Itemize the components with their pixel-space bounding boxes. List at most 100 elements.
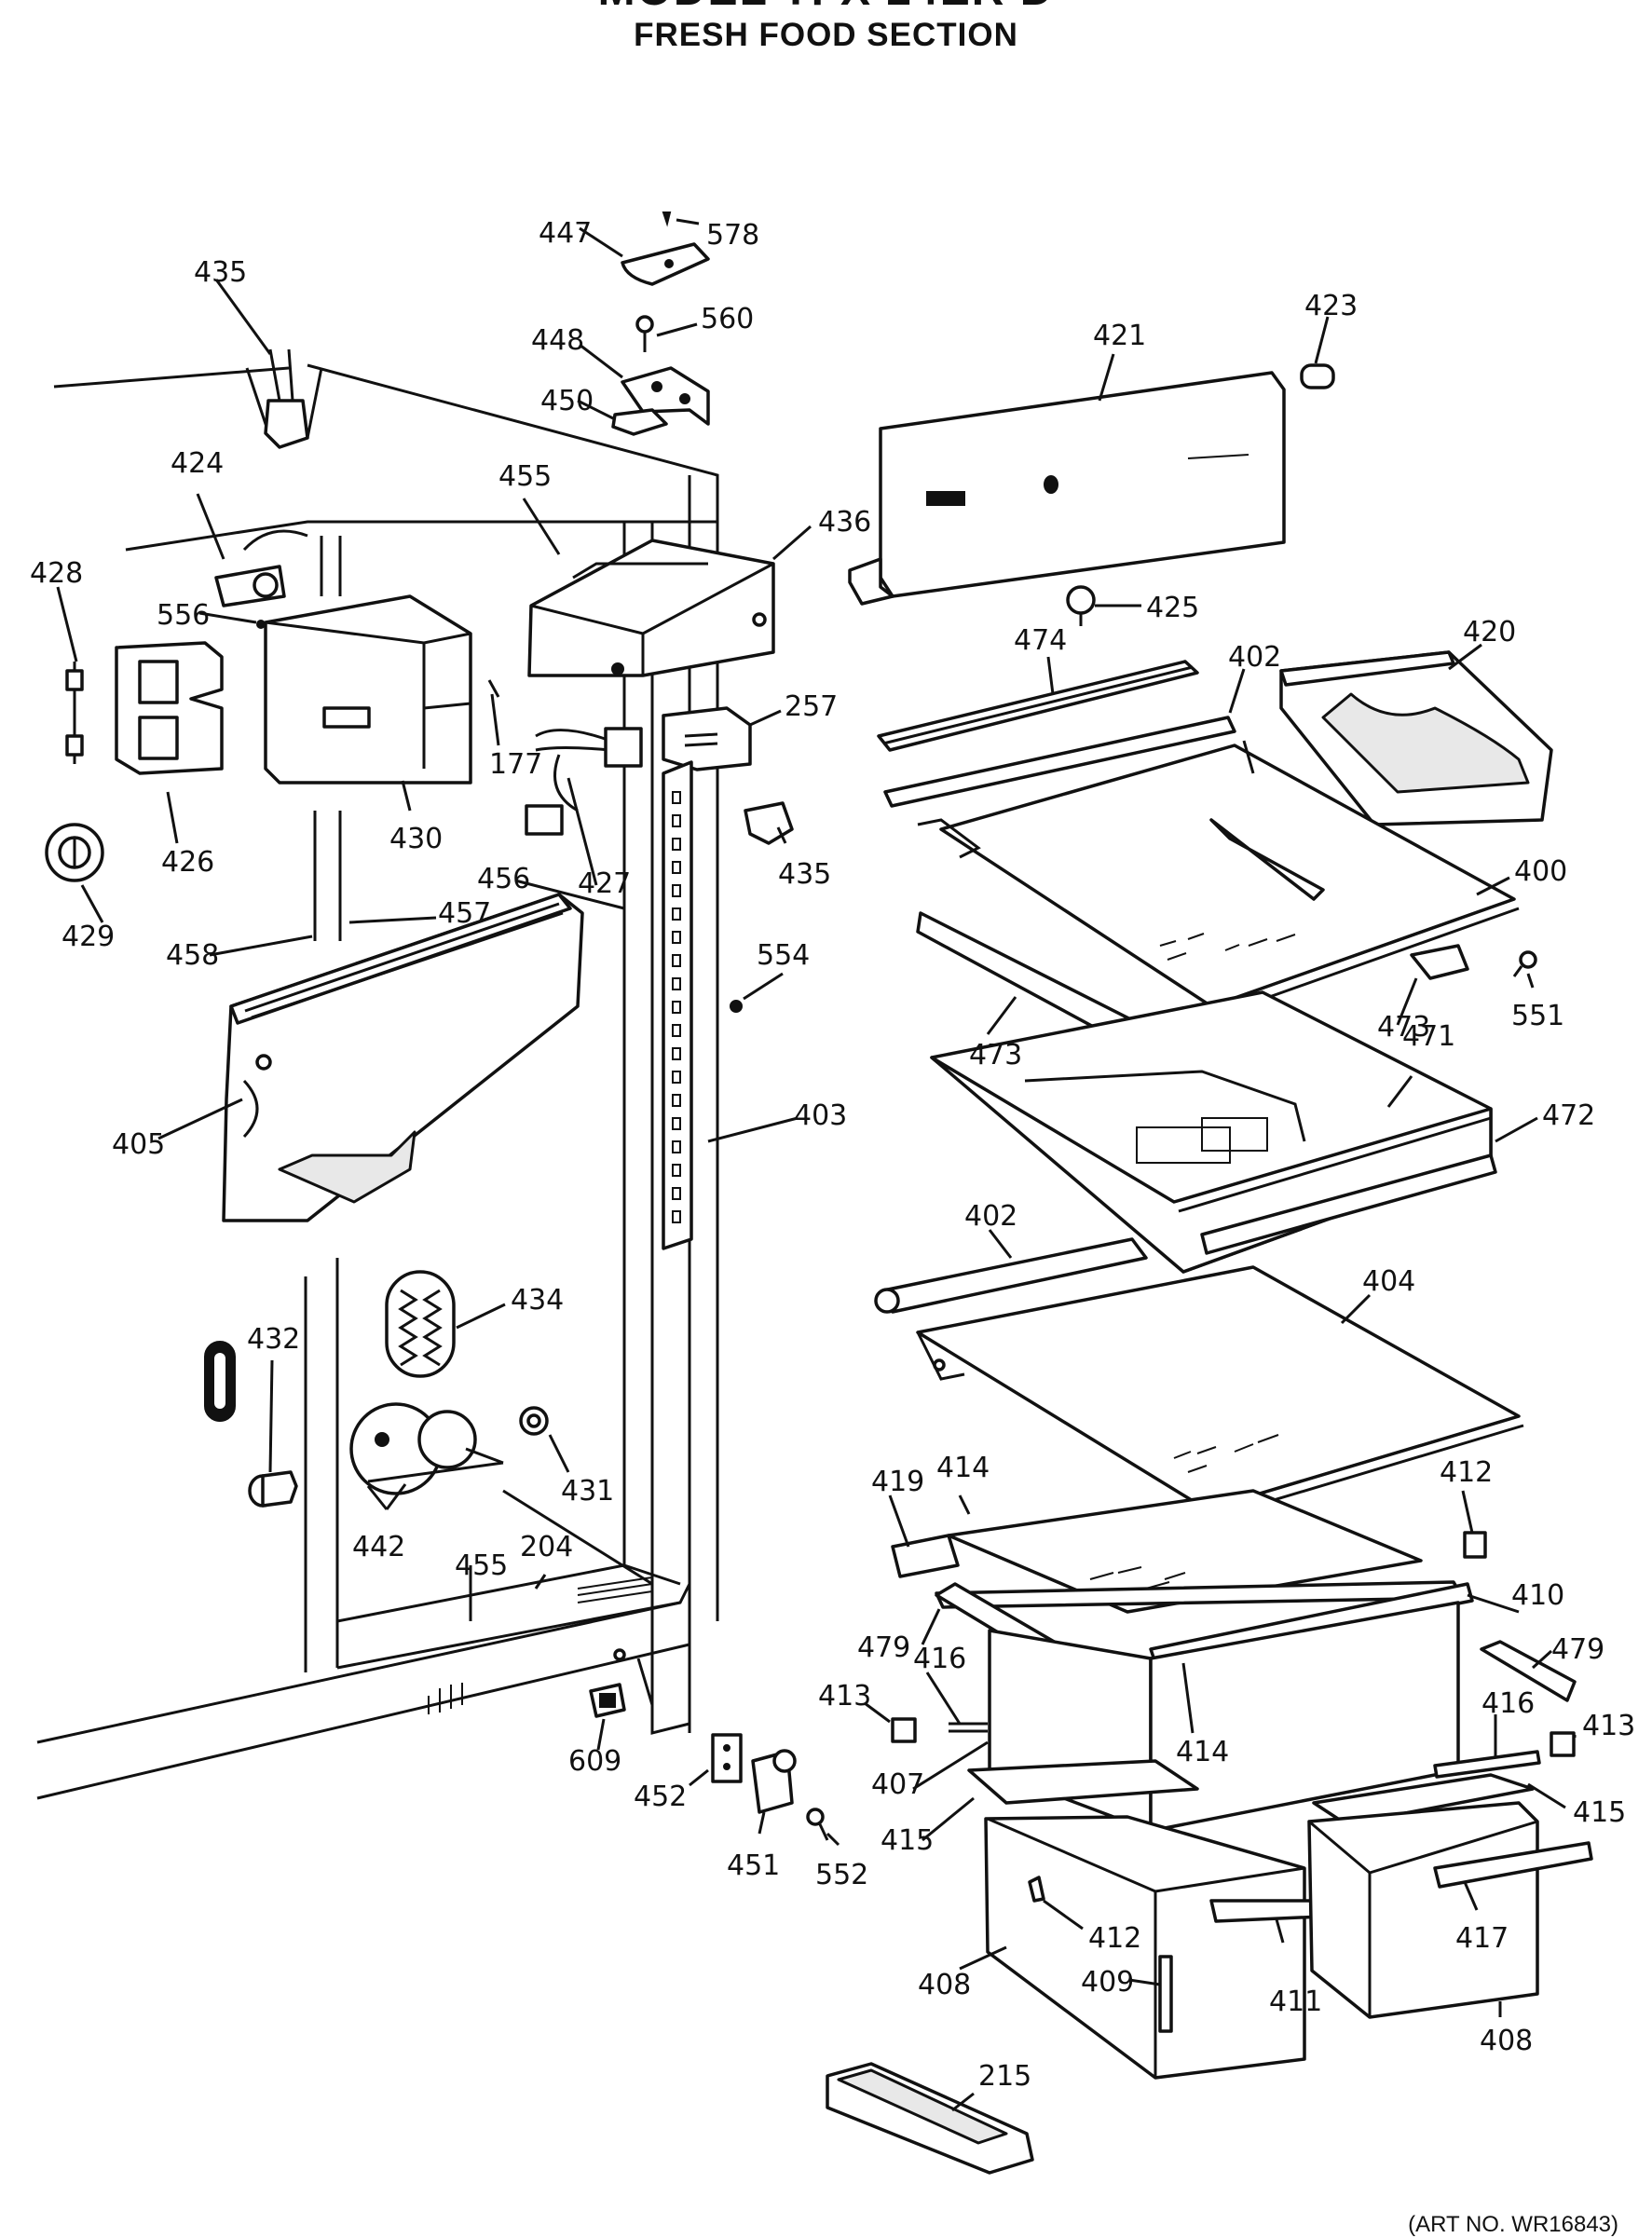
top-hinge-cover bbox=[621, 242, 710, 286]
temperature-control bbox=[349, 1402, 504, 1495]
callout-428: 428 bbox=[30, 557, 83, 590]
crisper-cover-glass bbox=[947, 1489, 1423, 1614]
callout-448: 448 bbox=[531, 324, 584, 357]
callout-407: 407 bbox=[871, 1768, 924, 1801]
shelf-assembly-404 bbox=[916, 1265, 1524, 1521]
crisper-pan-upper bbox=[1279, 650, 1553, 826]
callout-412-lower: 412 bbox=[1088, 1922, 1141, 1955]
shaft-416-right bbox=[1433, 1750, 1541, 1779]
evaporator-cover bbox=[848, 371, 1286, 606]
control-housing bbox=[527, 539, 775, 677]
callout-410: 410 bbox=[1511, 1579, 1564, 1612]
hinge-screw bbox=[635, 315, 654, 352]
callout-473-lower: 473 bbox=[969, 1039, 1022, 1071]
callout-479: 479 bbox=[857, 1631, 910, 1664]
light-socket-435 bbox=[744, 801, 794, 845]
screw-551 bbox=[1512, 950, 1537, 977]
callout-427: 427 bbox=[578, 867, 631, 900]
callout-419: 419 bbox=[871, 1466, 924, 1498]
shelf-frame-rail-474 bbox=[877, 660, 1199, 752]
shelf-rail-402 bbox=[883, 716, 1236, 808]
callout-408-right: 408 bbox=[1480, 2025, 1533, 2057]
drawer-frame-415 bbox=[967, 1759, 1535, 1826]
screw-556 bbox=[256, 620, 266, 629]
callout-474: 474 bbox=[1014, 624, 1067, 657]
callout-471: 471 bbox=[1402, 1020, 1455, 1053]
light-shield-housing bbox=[264, 594, 472, 785]
callout-554: 554 bbox=[757, 939, 810, 972]
callout-403: 403 bbox=[794, 1099, 847, 1132]
callout-457: 457 bbox=[438, 897, 491, 930]
meat-keeper-cover bbox=[1200, 1153, 1497, 1255]
callout-456: 456 bbox=[477, 863, 530, 895]
callout-411: 411 bbox=[1269, 1986, 1322, 2018]
callout-430: 430 bbox=[389, 823, 443, 855]
crisper-cover-frame-419 bbox=[891, 1534, 960, 1578]
callout-417: 417 bbox=[1455, 1922, 1509, 1955]
bulb-socket bbox=[248, 1470, 298, 1508]
callout-204: 204 bbox=[520, 1531, 573, 1563]
callout-425: 425 bbox=[1146, 592, 1199, 624]
callout-414-lower: 414 bbox=[1176, 1736, 1229, 1768]
callout-455: 455 bbox=[498, 460, 552, 493]
callout-473: 473 bbox=[1377, 1011, 1430, 1044]
wiring-harness bbox=[525, 727, 643, 836]
shelf-support bbox=[222, 893, 584, 1222]
model-title: MODEL TFX 24ER D bbox=[0, 0, 1652, 16]
light-socket-wires bbox=[245, 348, 323, 449]
callout-452: 452 bbox=[634, 1781, 687, 1813]
plug-423 bbox=[1300, 363, 1335, 389]
callout-405: 405 bbox=[112, 1128, 165, 1161]
callout-labels: 578 447 560 448 450 435 424 428 556 455 … bbox=[30, 217, 1635, 2093]
callout-434: 434 bbox=[511, 1284, 564, 1317]
bottom-hinge bbox=[751, 1749, 797, 1814]
callout-408: 408 bbox=[918, 1969, 971, 2001]
capillary-clip bbox=[65, 662, 84, 764]
leader-lines bbox=[56, 218, 1577, 2112]
callout-402: 402 bbox=[1228, 641, 1281, 674]
door-stop-plate bbox=[711, 1733, 743, 1783]
callout-551: 551 bbox=[1511, 1000, 1564, 1032]
callout-436: 436 bbox=[818, 506, 871, 539]
callout-556: 556 bbox=[157, 599, 210, 632]
callout-424: 424 bbox=[171, 447, 224, 480]
callout-215: 215 bbox=[978, 2060, 1031, 2093]
callout-177: 177 bbox=[489, 748, 542, 781]
callout-435-lower: 435 bbox=[778, 858, 831, 891]
callout-450: 450 bbox=[540, 385, 594, 417]
callout-414: 414 bbox=[936, 1452, 990, 1484]
callout-609: 609 bbox=[568, 1745, 621, 1778]
callout-420: 420 bbox=[1463, 616, 1516, 648]
dairy-bin bbox=[826, 2062, 1034, 2175]
light-switch bbox=[589, 1683, 626, 1718]
section-title: FRESH FOOD SECTION bbox=[634, 17, 1018, 53]
callout-416-right: 416 bbox=[1481, 1687, 1535, 1720]
callout-451: 451 bbox=[727, 1849, 780, 1882]
callout-416: 416 bbox=[913, 1643, 966, 1675]
callout-412: 412 bbox=[1440, 1456, 1493, 1489]
callout-578: 578 bbox=[706, 219, 759, 252]
shelf-assembly-400 bbox=[917, 740, 1520, 1017]
callout-435: 435 bbox=[194, 256, 247, 289]
callout-426: 426 bbox=[161, 846, 214, 879]
shelf-ladder bbox=[662, 760, 693, 1250]
callout-415-right: 415 bbox=[1573, 1796, 1626, 1829]
callout-431: 431 bbox=[561, 1475, 614, 1508]
crisper-drawer-right bbox=[1307, 1801, 1593, 2019]
light-shield bbox=[385, 1270, 456, 1378]
callout-455-lower: 455 bbox=[455, 1549, 508, 1582]
callout-560: 560 bbox=[701, 303, 754, 335]
pan-support-412 bbox=[1463, 1531, 1487, 1559]
art-number: (ART NO. WR16843) bbox=[1408, 2212, 1618, 2237]
screw-552 bbox=[806, 1808, 829, 1841]
callout-421: 421 bbox=[1093, 320, 1146, 352]
callout-404: 404 bbox=[1362, 1265, 1415, 1298]
callout-413-right: 413 bbox=[1582, 1710, 1635, 1742]
callout-472: 472 bbox=[1542, 1099, 1595, 1132]
callout-423: 423 bbox=[1304, 290, 1358, 322]
callout-400: 400 bbox=[1514, 855, 1567, 888]
pan-support-413-left bbox=[891, 1717, 917, 1743]
control-knob-431 bbox=[519, 1406, 549, 1436]
